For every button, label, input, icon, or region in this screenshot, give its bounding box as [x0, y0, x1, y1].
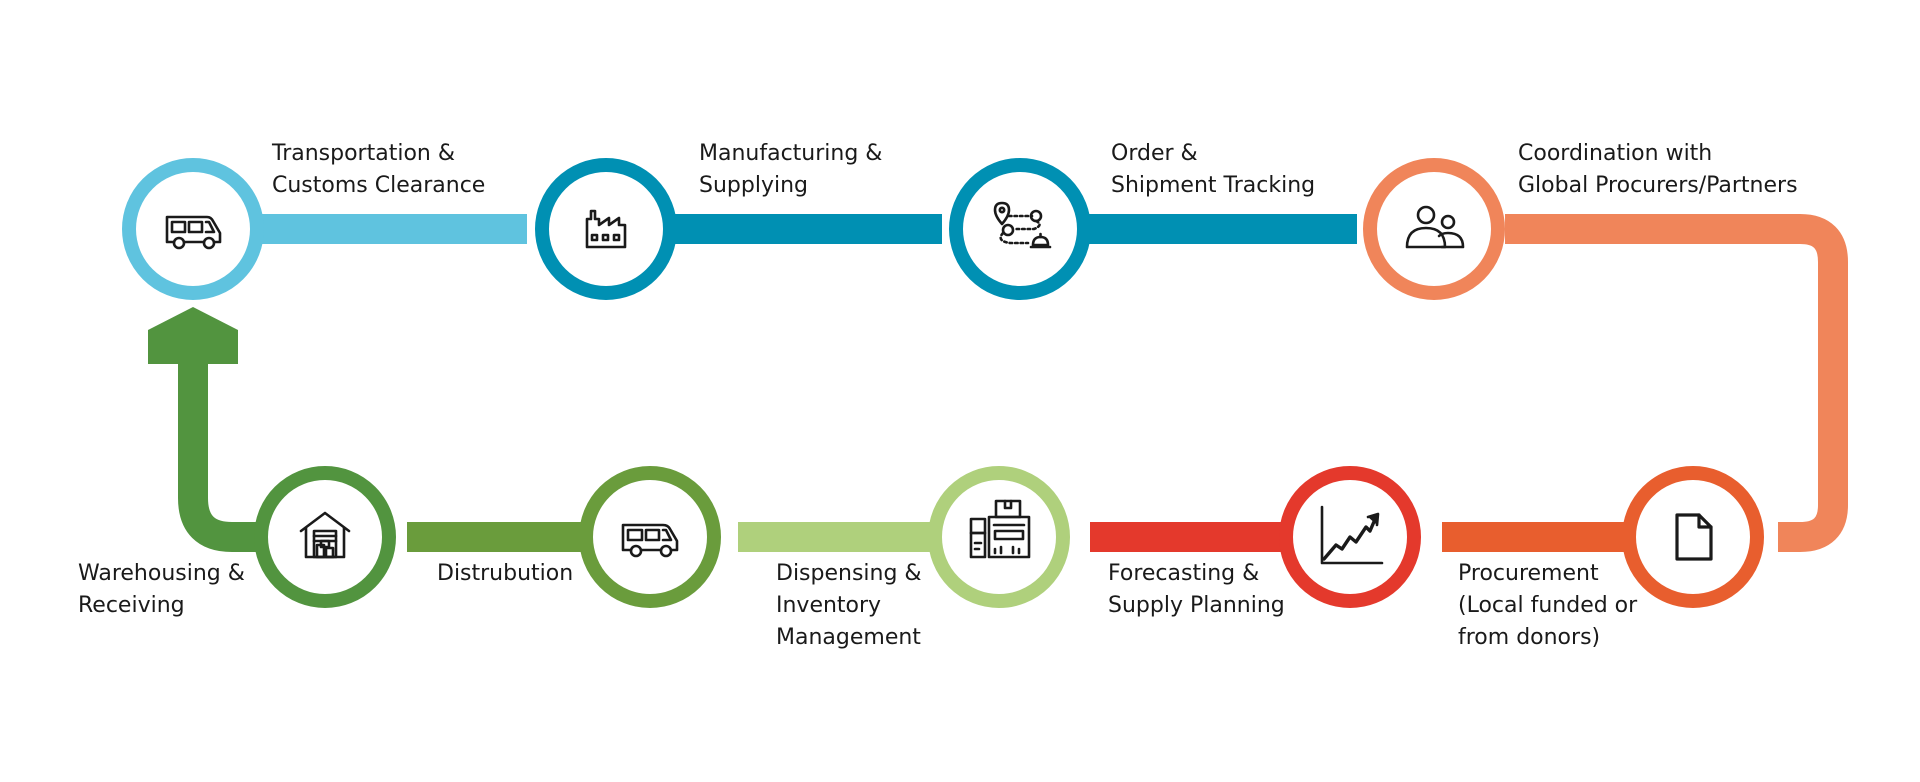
connector-distribution-warehousing — [407, 522, 607, 552]
connector-transportation-manufacturing — [255, 214, 527, 244]
warehouse-icon — [299, 511, 351, 559]
connector-order-coordination — [1085, 214, 1357, 244]
label-warehousing: Warehousing & Receiving — [78, 558, 245, 622]
bus-icon — [165, 215, 222, 250]
label-coordination: Coordination with Global Procurers/Partn… — [1518, 138, 1798, 202]
connector-dispensing-distribution — [738, 522, 938, 552]
step-circle-manufacturing — [535, 158, 677, 300]
users-icon — [1405, 205, 1465, 249]
label-line: Management — [776, 625, 921, 650]
label-line: Supplying — [699, 173, 808, 198]
label-line: Customs Clearance — [272, 173, 486, 198]
route-tracking-icon — [993, 201, 1052, 249]
label-line: from donors) — [1458, 625, 1601, 650]
label-order: Order & Shipment Tracking — [1111, 138, 1315, 202]
label-line: Shipment Tracking — [1111, 173, 1316, 198]
label-line: Supply Planning — [1108, 593, 1285, 618]
label-manufacturing: Manufacturing & Supplying — [699, 138, 882, 202]
label-line: Procurement — [1458, 561, 1599, 586]
document-icon — [1675, 513, 1713, 561]
label-line: Coordination with — [1518, 141, 1713, 166]
van-icon — [621, 523, 679, 558]
connector-manufacturing-order — [670, 214, 942, 244]
label-procurement: Procurement (Local funded or from donors… — [1458, 558, 1637, 654]
label-distribution: Distrubution — [437, 558, 573, 590]
label-line: Warehousing & — [78, 561, 245, 586]
connector-forecasting-dispensing — [1090, 522, 1290, 552]
connector-coordination-procurement — [1505, 214, 1848, 552]
inventory-boxes-icon — [969, 499, 1031, 559]
label-line: Receiving — [78, 593, 185, 618]
connector-procurement-forecasting — [1442, 522, 1632, 552]
label-transportation: Transportation & Customs Clearance — [272, 138, 485, 202]
step-circle-procurement — [1622, 466, 1764, 608]
label-line: Manufacturing & — [699, 141, 883, 166]
arrowhead-up — [148, 307, 238, 364]
step-circle-distribution — [579, 466, 721, 608]
step-circle-dispensing — [928, 466, 1070, 608]
label-dispensing: Dispensing & Inventory Management — [776, 558, 922, 654]
label-line: (Local funded or — [1458, 593, 1638, 618]
label-line: Global Procurers/Partners — [1518, 173, 1798, 198]
connectors — [148, 214, 1848, 552]
label-line: Forecasting & — [1108, 561, 1260, 586]
label-line: Dispensing & — [776, 561, 922, 586]
label-line: Order & — [1111, 141, 1198, 166]
growth-chart-icon — [1320, 505, 1384, 565]
factory-icon — [585, 209, 627, 249]
connector-warehousing-transportation — [178, 355, 268, 552]
step-circles — [122, 158, 1764, 608]
step-circle-transportation — [122, 158, 264, 300]
label-line: Transportation & — [272, 141, 456, 166]
label-line: Distrubution — [437, 561, 574, 586]
label-line: Inventory — [776, 593, 882, 618]
label-forecasting: Forecasting & Supply Planning — [1108, 558, 1285, 622]
